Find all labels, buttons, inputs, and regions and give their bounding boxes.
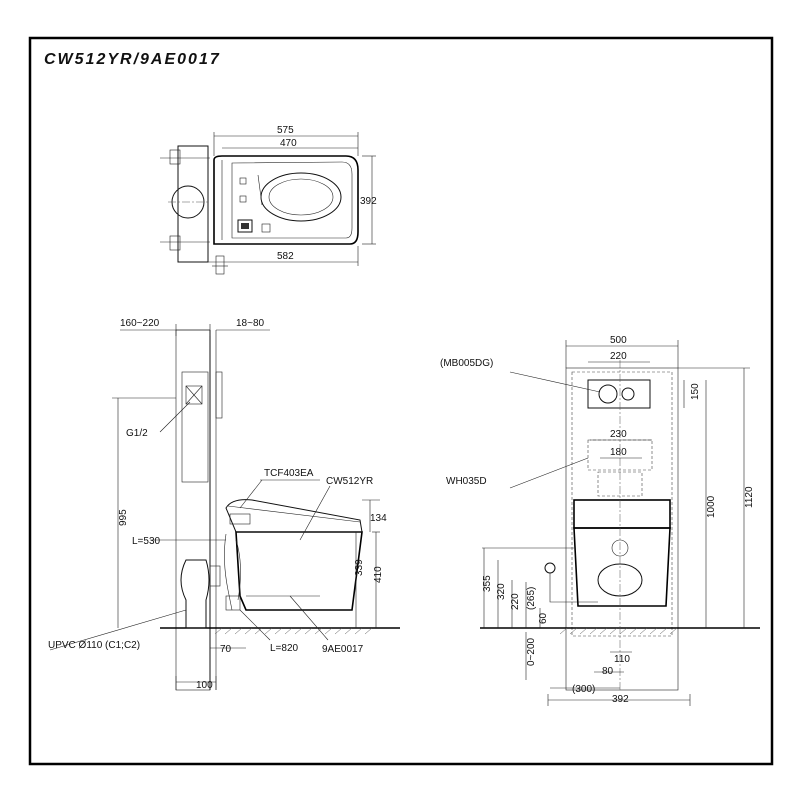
front-view: 500 220 150 230 180 1000 1120 355 320 22… — [440, 335, 760, 706]
side-dim-g12: G1/2 — [126, 428, 148, 439]
pipe-label: UPVC Ø110 (C1;C2) — [48, 640, 140, 651]
front-dim-220b: 220 — [510, 593, 521, 610]
pan-label: 9AE0017 — [322, 644, 364, 655]
side-dim-18-80: 18~80 — [236, 318, 265, 329]
front-dim-300: (300) — [572, 684, 595, 695]
plate-label: (MB005DG) — [440, 358, 493, 369]
front-dim-0-200: 0~200 — [526, 637, 537, 666]
front-dim-150: 150 — [690, 383, 701, 400]
top-view: 575 470 392 582 — [160, 125, 377, 275]
front-dim-1120: 1120 — [744, 486, 755, 508]
drawing-title: CW512YR/9AE0017 — [44, 51, 221, 68]
front-dim-60: 60 — [538, 612, 549, 624]
front-dim-1000: 1000 — [706, 495, 717, 518]
front-dim-220: 220 — [610, 351, 627, 362]
drawing-border — [28, 36, 774, 766]
side-dim-l820: L=820 — [270, 643, 299, 654]
side-dim-160-220: 160~220 — [120, 318, 160, 329]
front-dim-230: 230 — [610, 429, 627, 440]
front-dim-320: 320 — [496, 583, 507, 600]
side-dim-l530: L=530 — [132, 536, 161, 547]
side-dim-134: 134 — [370, 513, 387, 524]
side-dim-410: 410 — [373, 566, 384, 583]
side-dim-995: 995 — [118, 509, 129, 526]
side-dim-100: 100 — [196, 680, 213, 691]
top-dim-470: 470 — [280, 138, 297, 149]
front-dim-110: 110 — [614, 654, 630, 665]
top-dim-392: 392 — [360, 196, 377, 207]
side-view: 160~220 18~80 G1/2 995 L=530 134 339 410… — [48, 318, 400, 691]
top-dim-582: 582 — [277, 251, 294, 262]
bowl-label: CW512YR — [326, 476, 373, 487]
side-dim-70: 70 — [220, 644, 232, 655]
top-dim-575: 575 — [277, 125, 294, 136]
front-dim-500: 500 — [610, 335, 627, 346]
front-dim-80: 80 — [602, 666, 614, 677]
front-dim-392: 392 — [612, 694, 629, 705]
seat-label: TCF403EA — [264, 468, 314, 479]
side-dim-339: 339 — [354, 559, 365, 576]
front-dim-180: 180 — [610, 447, 627, 458]
front-dim-265: (265) — [526, 587, 537, 610]
front-dim-355: 355 — [482, 575, 493, 592]
frame-label: WH035D — [446, 476, 487, 487]
